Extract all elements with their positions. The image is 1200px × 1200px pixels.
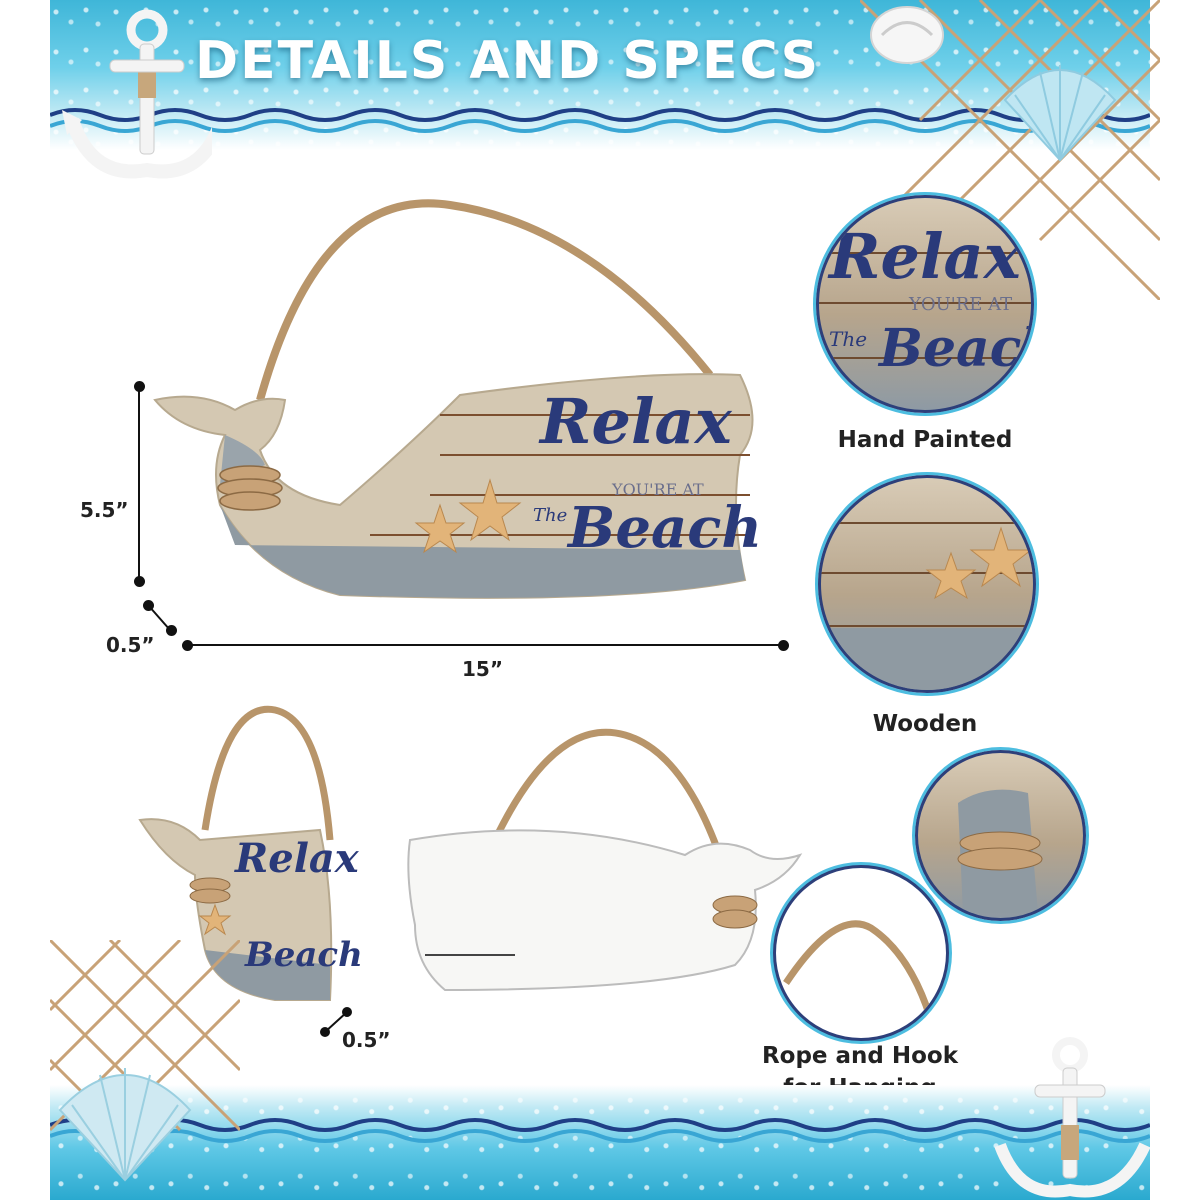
seashell-icon	[870, 6, 944, 64]
svg-text:Beach: Beach	[877, 318, 1031, 379]
svg-text:The: The	[829, 327, 867, 351]
rope-closeup	[783, 920, 940, 1038]
feature-label-hand-painted: Hand Painted	[837, 427, 1013, 453]
whale-sign-front-image	[153, 199, 754, 599]
rope-wrap-closeup	[957, 789, 1043, 913]
detail-circle-rope-wrap	[915, 750, 1086, 921]
svg-text:Relax: Relax	[827, 220, 1022, 293]
sign-text-youre-at: YOU'RE AT	[612, 480, 704, 499]
whale-sign-side-view	[138, 705, 334, 1001]
hand-painted-closeup: Relax YOU'RE AT The Beach	[819, 220, 1031, 379]
wooden-closeup	[821, 522, 1033, 690]
whale-sign-back-view	[407, 728, 803, 992]
page-title: DETAILS AND SPECS	[195, 31, 821, 91]
side-depth-line	[320, 1007, 352, 1037]
dimension-endpoint	[778, 640, 789, 651]
detail-circle-wooden	[818, 475, 1036, 693]
wave-decoration	[50, 108, 1150, 133]
width-label: 15”	[462, 657, 503, 681]
dimension-endpoint	[134, 576, 145, 587]
dimension-endpoint	[134, 381, 145, 392]
fishing-net-icon	[50, 940, 240, 1132]
feature-label-wooden: Wooden	[872, 711, 978, 737]
seashell-icon	[58, 1068, 192, 1182]
detail-circle-rope	[773, 865, 949, 1041]
dimension-endpoint	[143, 600, 154, 611]
anchor-icon	[995, 1037, 1150, 1198]
dimension-endpoint	[166, 625, 177, 636]
seashell-icon	[1003, 65, 1117, 162]
svg-text:YOU'RE AT: YOU'RE AT	[908, 294, 1012, 315]
starfish-icon	[414, 478, 522, 554]
side-view-text-beach: Beach	[245, 935, 363, 975]
detail-circle-hand-painted: Relax YOU'RE AT The Beach	[816, 195, 1034, 413]
dimension-endpoint	[182, 640, 193, 651]
sign-text-beach: Beach	[568, 495, 763, 561]
anchor-icon	[62, 9, 212, 179]
sign-text-relax: Relax	[540, 385, 732, 458]
depth-label: 0.5”	[106, 633, 155, 657]
bottom-ocean-banner	[50, 1085, 1150, 1200]
dimension-lines	[138, 386, 783, 646]
sign-text-the: The	[533, 505, 568, 526]
height-label: 5.5”	[80, 498, 129, 522]
side-view-text-relax: Relax	[235, 835, 359, 882]
wave-decoration	[50, 1118, 1150, 1143]
side-depth-label: 0.5”	[342, 1028, 391, 1052]
